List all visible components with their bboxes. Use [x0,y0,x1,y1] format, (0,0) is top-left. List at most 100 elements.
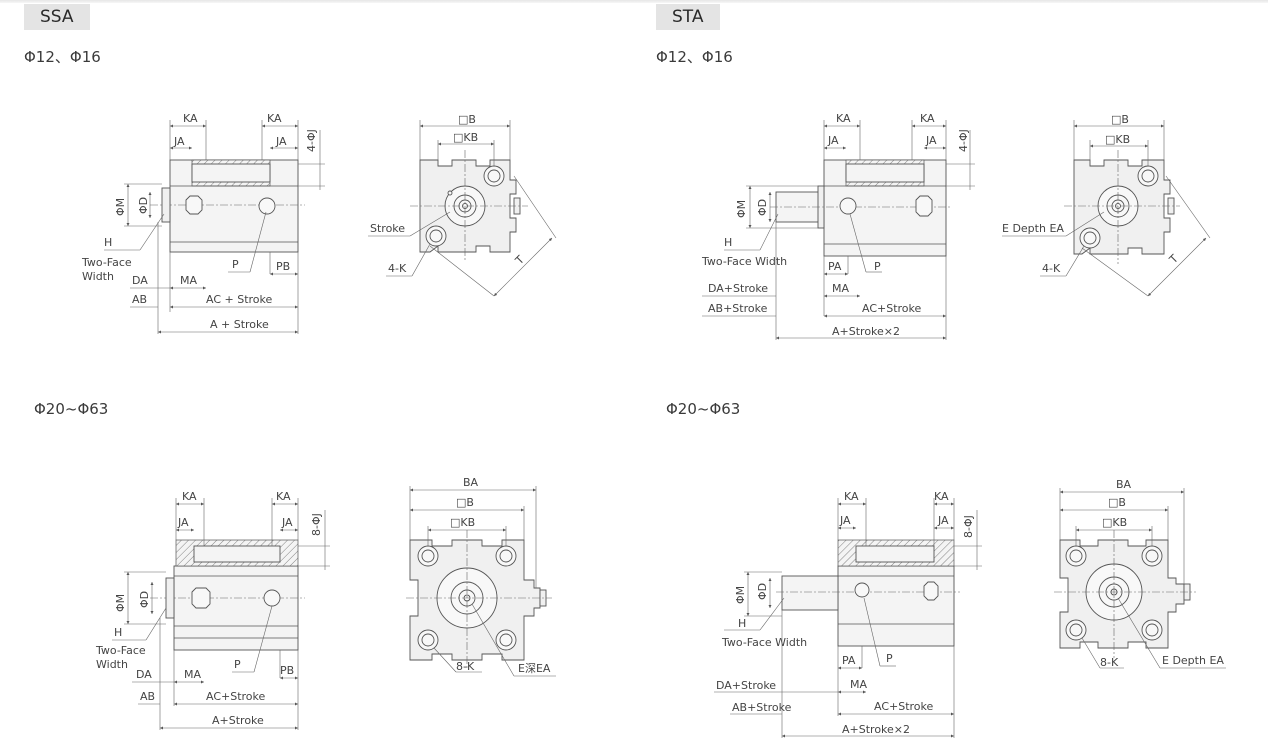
sta-s-da: DA+Stroke [708,282,768,295]
sta-l-m: ΦM [734,586,747,604]
ssa-l-da: DA [136,668,152,681]
sta-l-p: P [886,652,893,665]
ssa-l-ka-2: KA [276,490,291,503]
sta-f-edepth: E Depth EA [1002,222,1064,235]
sta-s-p: P [874,260,881,273]
sta-s-ab: AB+Stroke [708,302,768,315]
sta-s-a: A+Stroke×2 [832,325,900,338]
ssa-s-width: Width [82,270,114,283]
ssa-s-ac: AC + Stroke [206,293,273,306]
sta-s-d: ΦD [756,199,769,216]
sta-s-ja-1: JA [827,134,839,147]
ssa-l-h: H [114,626,122,639]
ssa-tag: SSA [24,4,90,30]
ssa-s-m: ΦM [114,198,127,216]
ssa-s-ja-1: JA [173,135,185,148]
ssa-l-a: A+Stroke [212,714,264,727]
sta-l-a: A+Stroke×2 [842,723,910,736]
ssa-lf-b: □B [456,496,474,509]
ssa-l-ac: AC+Stroke [206,690,266,703]
ssa-s-p: P [232,258,239,271]
ssa-s-da: DA [132,274,148,287]
ssa-l-twoface: Two-Face [95,644,146,657]
sta-l-ka-2: KA [934,490,949,503]
ssa-s-d: ΦD [137,197,150,214]
ssa-f-stroke: Stroke [370,222,405,235]
top-divider [0,0,1268,3]
sta-small-front-view: □B □KB E Depth EA 4-K T [1002,113,1211,297]
sta-lf-b: □B [1108,496,1126,509]
sta-l-ma: MA [850,678,867,691]
ssa-s-ka-2: KA [267,112,282,125]
ssa-small-bore-title: Φ12、Φ16 [24,48,101,66]
ssa-l-p: P [234,658,241,671]
ssa-l-ab: AB [140,690,155,703]
ssa-small-front-view: □B □KB Stroke 4-K T [368,113,557,297]
ssa-f-4k: 4-K [388,262,407,275]
ssa-s-ab: AB [132,293,147,306]
sta-s-h: H [724,236,732,249]
ssa-large-front-view: BA □B □KB 8-K E深EA [406,476,556,677]
sta-s-ka-1: KA [836,112,851,125]
ssa-l-m: ΦM [114,594,127,612]
sta-s-twofacewidth: Two-Face Width [701,255,787,268]
ssa-s-h: H [104,236,112,249]
sta-s-4j: 4-ΦJ [957,129,970,152]
sta-tag: STA [656,4,720,30]
ssa-large-bore-title: Φ20~Φ63 [34,400,109,418]
sta-l-8j: 8-ΦJ [962,515,975,538]
ssa-s-4j: 4-ΦJ [305,129,318,152]
ssa-f-kb: □KB [453,131,478,144]
sta-lf-edepth: E Depth EA [1162,654,1224,667]
sta-lf-kb: □KB [1102,516,1127,529]
sta-f-kb: □KB [1105,133,1130,146]
sta-l-ja-2: JA [937,514,949,527]
sta-f-4k: 4-K [1042,262,1061,275]
sta-large-bore-title: Φ20~Φ63 [666,400,741,418]
sta-l-ja-1: JA [839,514,851,527]
sta-l-d: ΦD [756,583,769,600]
sta-l-h: H [738,617,746,630]
sta-s-pa: PA [828,260,842,273]
sta-s-ja-2: JA [925,134,937,147]
sta-s-ac: AC+Stroke [862,302,922,315]
ssa-lf-kb: □KB [450,516,475,529]
sta-l-ab: AB+Stroke [732,701,792,714]
ssa-l-ja-2: JA [281,516,293,529]
ssa-large-side-view: KA KA JA JA 8-ΦJ ΦM ΦD H Two-Face Width … [95,490,330,730]
ssa-s-twoface: Two-Face [81,256,132,269]
ssa-l-d: ΦD [138,591,151,608]
ssa-l-pb: PB [280,664,294,677]
ssa-l-ja-1: JA [177,516,189,529]
sta-l-twofacewidth: Two-Face Width [721,636,807,649]
sta-small-side-view: KA KA JA JA 4-ΦJ ΦM ΦD H Two-Face Width … [701,112,975,340]
ssa-lf-edepth: E深EA [518,662,551,675]
sta-f-t: T [1166,252,1181,267]
sta-small-bore-title: Φ12、Φ16 [656,48,733,66]
ssa-f-b: □B [458,113,476,126]
sta-l-ka-1: KA [844,490,859,503]
ssa-s-pb: PB [276,260,290,273]
ssa-lf-ba: BA [463,476,479,489]
sta-lf-8k: 8-K [1100,656,1119,669]
ssa-l-width: Width [96,658,128,671]
ssa-s-ka-1: KA [183,112,198,125]
sta-l-ac: AC+Stroke [874,700,934,713]
ssa-s-ja-2: JA [275,135,287,148]
sta-l-pa: PA [842,654,856,667]
ssa-lf-8k: 8-K [456,660,475,673]
ssa-l-ma: MA [184,668,201,681]
sta-l-da: DA+Stroke [716,679,776,692]
ssa-small-side-view: KA KA JA JA 4-ΦJ ΦM ΦD H Two-Face Width … [81,112,325,334]
ssa-l-8j: 8-ΦJ [310,513,323,536]
ssa-l-ka-1: KA [182,490,197,503]
sta-large-front-view: BA □B □KB 8-K E Depth EA [1054,478,1226,669]
sta-large-side-view: KA KA JA JA 8-ΦJ ΦM ΦD H Two-Face Width … [714,490,982,738]
ssa-s-a: A + Stroke [210,318,269,331]
sta-s-ma: MA [832,282,849,295]
sta-s-m: ΦM [735,200,748,218]
ssa-s-ma: MA [180,274,197,287]
sta-f-b: □B [1111,113,1129,126]
sta-s-ka-2: KA [920,112,935,125]
